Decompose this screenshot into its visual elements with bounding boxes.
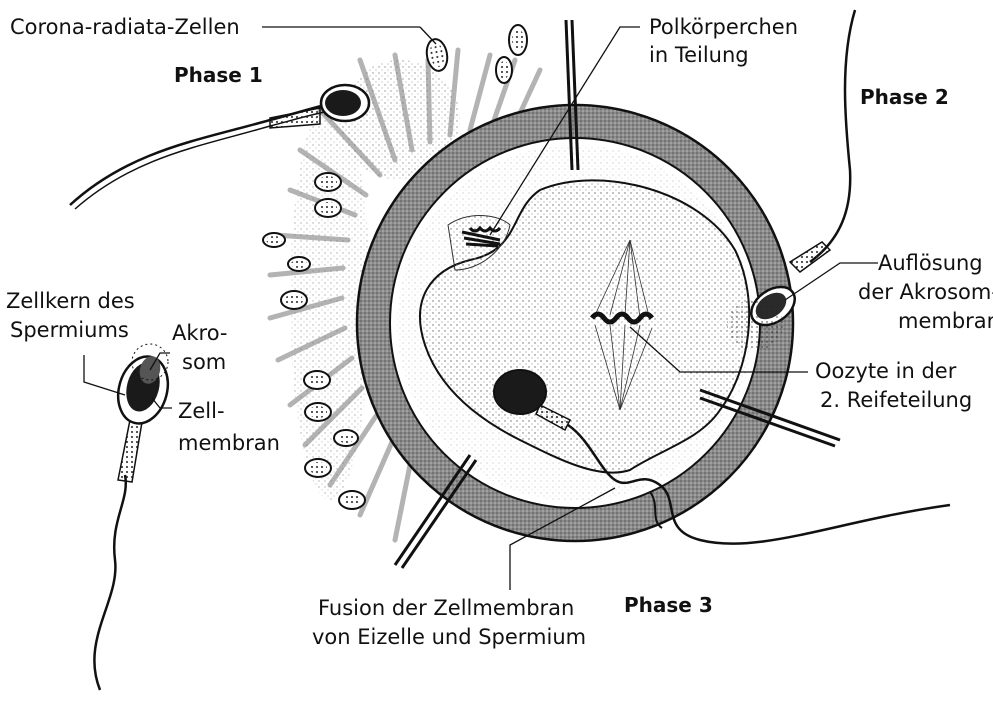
label-oozyte-2: 2. Reifeteilung bbox=[820, 388, 972, 412]
label-akrosom-2: som bbox=[182, 350, 226, 374]
label-aufloesung-2: der Akrosom- bbox=[858, 280, 993, 304]
label-fusion-1: Fusion der Zellmembran bbox=[318, 596, 574, 620]
label-fusion-2: von Eizelle und Spermium bbox=[312, 625, 586, 649]
label-corona-radiata: Corona-radiata-Zellen bbox=[10, 15, 240, 39]
label-phase3: Phase 3 bbox=[624, 593, 713, 617]
sperm-detail bbox=[94, 344, 175, 690]
label-zellmembran-1: Zell- bbox=[178, 399, 225, 423]
label-oozyte-1: Oozyte in der bbox=[815, 359, 957, 383]
label-zellkern-2: Spermiums bbox=[10, 318, 129, 342]
label-phase2: Phase 2 bbox=[860, 85, 949, 109]
label-akrosom-1: Akro- bbox=[172, 321, 228, 345]
label-zellmembran-2: membran bbox=[178, 431, 280, 455]
label-aufloesung-3: membran bbox=[898, 309, 993, 333]
label-phase1: Phase 1 bbox=[174, 63, 263, 87]
label-zellkern-1: Zellkern des bbox=[6, 289, 135, 313]
label-polkoerperchen-2: in Teilung bbox=[649, 43, 749, 67]
label-polkoerperchen-1: Polkörperchen bbox=[649, 15, 798, 39]
label-aufloesung-1: Auflösung bbox=[878, 251, 983, 275]
